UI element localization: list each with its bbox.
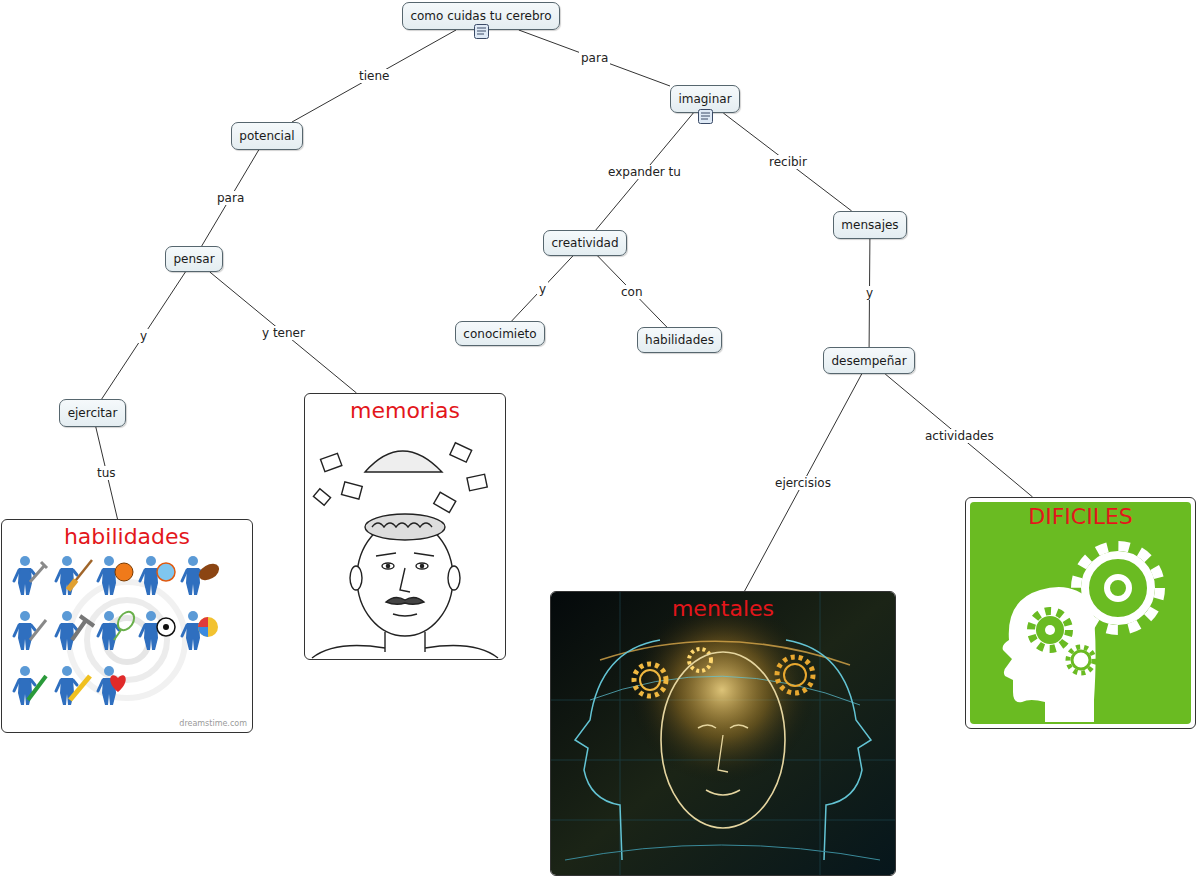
connector [519, 30, 670, 86]
concept-box: creatividad [543, 230, 627, 256]
picture-box: mentales [550, 591, 896, 876]
connector [723, 113, 851, 211]
note-icon [475, 25, 489, 39]
concept-box: pensar [165, 246, 223, 272]
concept-box: imaginar [670, 85, 740, 113]
connector [885, 374, 1032, 497]
picture-heading: memorias [305, 398, 505, 424]
edge-label: y tener [260, 326, 307, 340]
edge-label: para [215, 191, 246, 205]
edge-label: actividades [923, 429, 996, 443]
concept-box: conocimieto [455, 321, 545, 346]
connector [102, 272, 186, 399]
picture-heading: habilidades [2, 524, 252, 550]
concept-text: creatividad [551, 236, 618, 250]
concept-text: como cuidas tu cerebro [410, 9, 551, 23]
note-icon [699, 110, 713, 124]
concept-box: habilidades [637, 327, 722, 353]
connector [292, 30, 456, 122]
concept-text: conocimieto [463, 327, 536, 341]
connector [512, 256, 573, 321]
edge-label: y [864, 286, 875, 300]
connector [598, 256, 667, 327]
concept-box: ejercitar [59, 399, 126, 427]
edge-label: expander tu [606, 165, 683, 179]
connector [202, 150, 259, 246]
concept-text: ejercitar [68, 406, 118, 420]
picture-box: habilidades dreamstime.com [1, 519, 253, 733]
picture-heading: DIFICILES [966, 504, 1195, 530]
edge-label: con [619, 285, 645, 299]
edge-label: y [537, 282, 548, 296]
edge-label: tus [95, 466, 118, 480]
picture-box: DIFICILES [965, 497, 1196, 729]
connector [596, 113, 694, 230]
concept-text: habilidades [645, 333, 714, 347]
concept-box: potencial [231, 122, 303, 150]
edge-label: y [138, 329, 149, 343]
edge-label: recibir [767, 155, 809, 169]
edge-label: para [579, 51, 610, 65]
concept-text: pensar [173, 252, 214, 266]
memory-illustration [305, 394, 505, 659]
edge-label: ejercisios [773, 476, 833, 490]
picture-box: memorias [304, 393, 506, 660]
connector [96, 427, 118, 519]
connector [210, 272, 357, 393]
skills-illustration [2, 520, 252, 732]
gears-head-illustration [966, 498, 1195, 728]
concept-box: como cuidas tu cerebro [402, 2, 560, 30]
concept-box: mensajes [833, 211, 907, 239]
concept-text: desempeñar [831, 354, 906, 368]
concept-text: potencial [239, 129, 294, 143]
picture-heading: mentales [551, 596, 895, 622]
mind-illustration [551, 592, 895, 875]
concept-text: mensajes [841, 218, 898, 232]
connector [745, 374, 862, 591]
edge-label: tiene [357, 69, 391, 83]
watermark: dreamstime.com [179, 719, 247, 729]
concept-text: imaginar [678, 92, 731, 106]
concept-box: desempeñar [823, 347, 915, 374]
